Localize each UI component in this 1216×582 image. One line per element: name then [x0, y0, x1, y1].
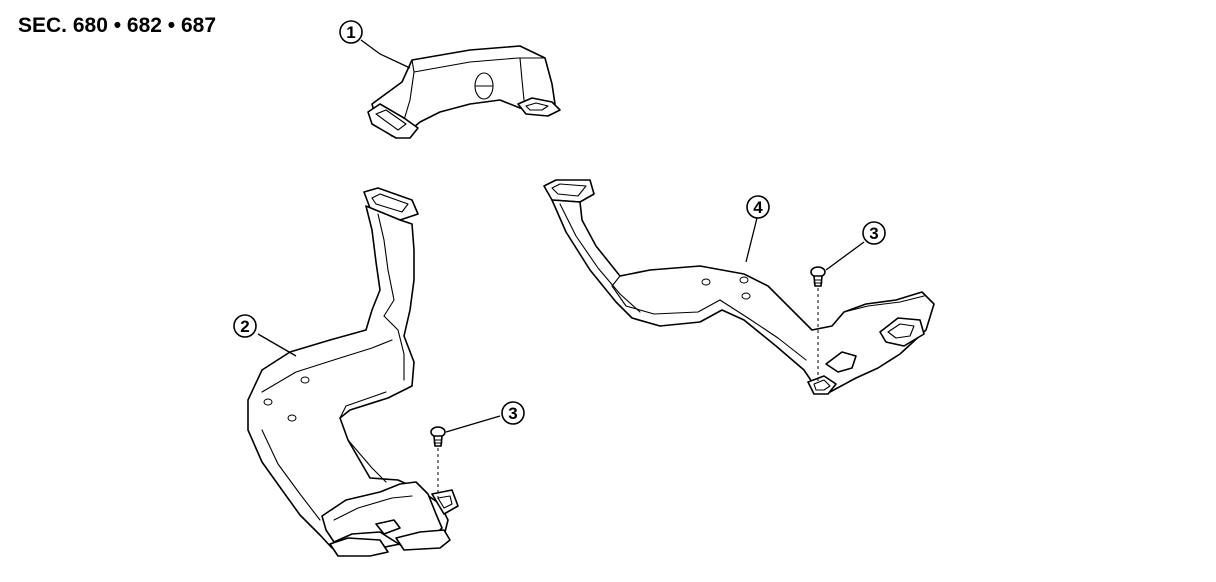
part-4-right-duct: [543, 179, 935, 395]
callout-3-left: 3: [501, 401, 525, 425]
screw-right: [810, 266, 826, 382]
callout-3-left-label: 3: [508, 404, 517, 423]
part-1-center-duct: [367, 45, 561, 139]
callout-4-label: 4: [753, 198, 763, 217]
section-label: SEC. 680 • 682 • 687: [18, 14, 217, 37]
callout-1-label: 1: [346, 23, 355, 42]
leader-2: [257, 333, 297, 357]
callout-3-right: 3: [862, 221, 886, 245]
leader-1: [360, 39, 411, 69]
leader-4: [745, 217, 758, 263]
screw-left: [430, 426, 446, 500]
callout-4: 4: [746, 195, 770, 219]
callout-3-right-label: 3: [869, 224, 878, 243]
leader-3a: [445, 415, 501, 433]
leader-3b: [825, 241, 865, 271]
part-2-left-duct: [247, 187, 459, 557]
callout-2: 2: [233, 314, 257, 338]
callout-1: 1: [339, 20, 363, 44]
callout-2-label: 2: [240, 317, 249, 336]
